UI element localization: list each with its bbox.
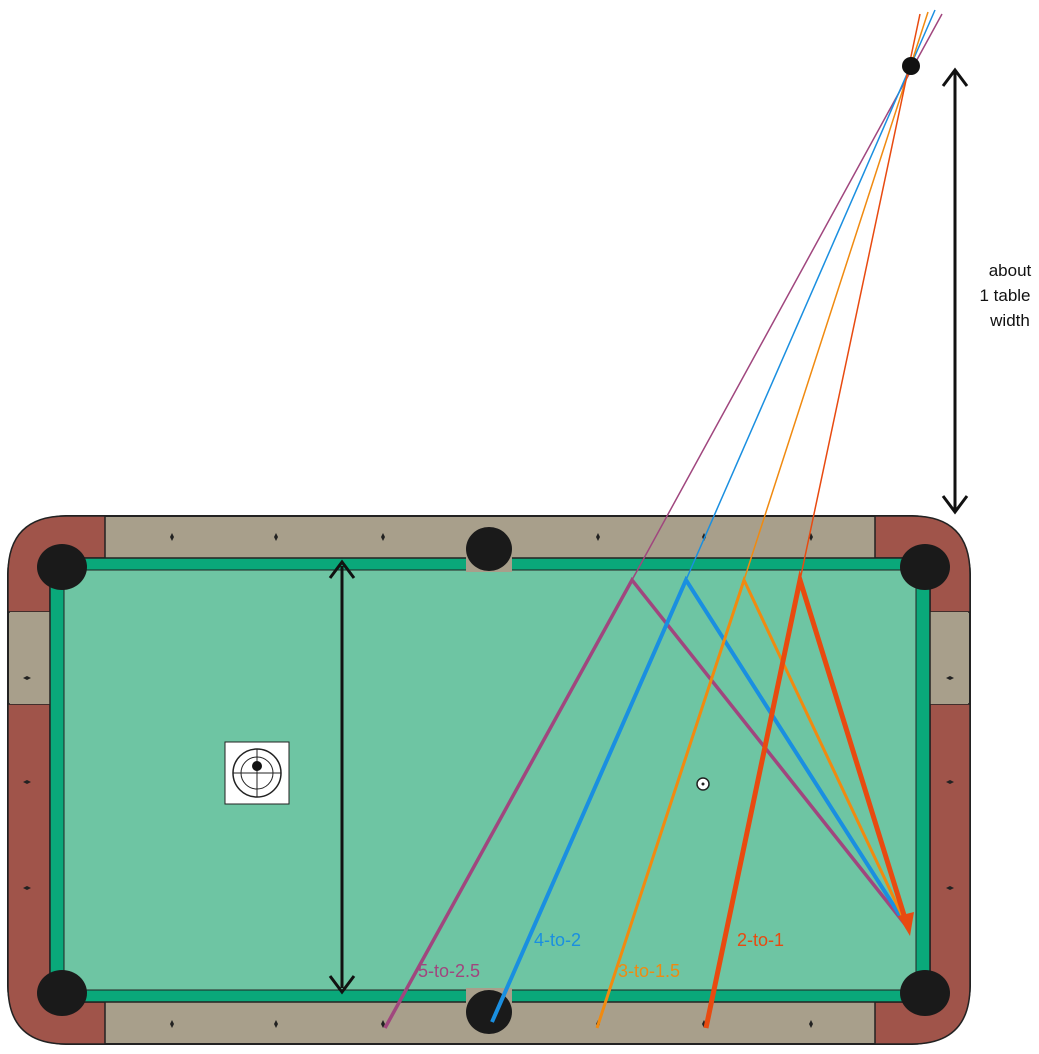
label-5-to-2-5: 5-to-2.5 [418,961,480,981]
object-ball-icon [697,778,709,790]
label-4-to-2: 4-to-2 [534,930,581,950]
aiming-point [902,57,920,75]
pocket-bottom-right [900,970,950,1016]
cue-ball-tip-target-icon [225,742,289,804]
aim-line-2-to-1 [800,14,920,580]
pocket-top-left [37,544,87,590]
label-2-to-1: 2-to-1 [737,930,784,950]
pocket-top-middle [466,527,512,571]
pocket-bottom-left [37,970,87,1016]
pool-table [8,516,970,1044]
double-arrow-icon [943,70,967,512]
label-3-to-1-5: 3-to-1.5 [618,961,680,981]
aim-line-3-to-1-5 [744,12,928,580]
aim-lines [632,10,942,580]
annotation-line-3: width [989,311,1030,330]
annotation-line-1: about [989,261,1032,280]
pocket-top-right [900,544,950,590]
annotation-line-2: 1 table [979,286,1030,305]
aim-line-4-to-2 [686,10,935,580]
annotation: about 1 table width [979,261,1031,330]
